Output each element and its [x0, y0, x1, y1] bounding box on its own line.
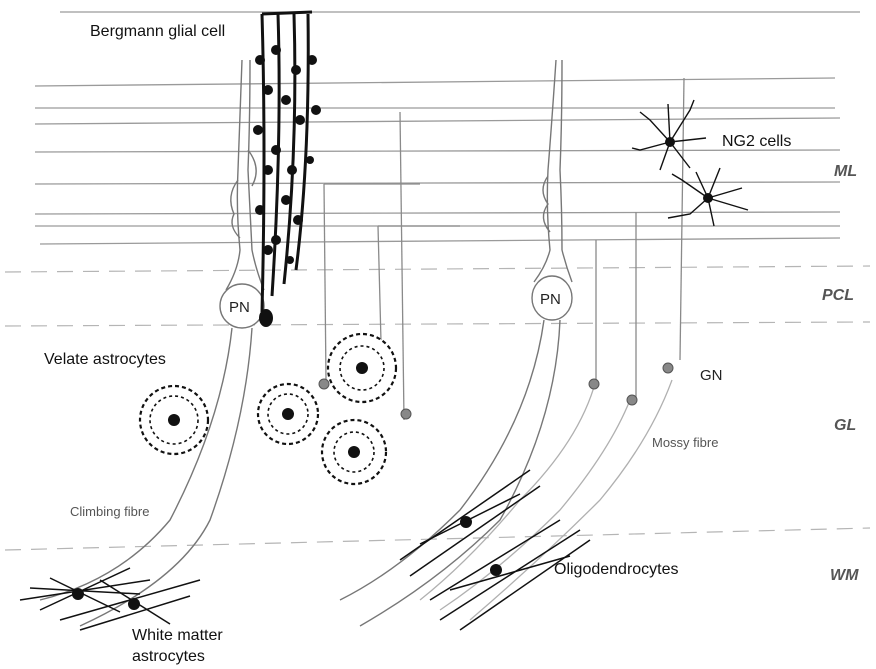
gn-label: GN [700, 367, 723, 384]
layer-label-gl: GL [834, 417, 856, 434]
ng2-soma-1 [665, 137, 675, 147]
layer-label-wm: WM [830, 567, 859, 584]
velate-astrocyte-1 [140, 386, 208, 454]
velate-label: Velate astrocytes [44, 351, 166, 368]
mossy-fibres [420, 380, 672, 620]
velate-astrocyte-3 [328, 334, 396, 402]
white-matter-astrocytes [20, 568, 200, 630]
oligodendrocytes-label: Oligodendrocytes [554, 561, 679, 578]
oligodendrocytes [400, 470, 590, 630]
white-matter-astrocytes-label-1: White matter [132, 627, 223, 644]
ng2-soma-2 [703, 193, 713, 203]
bergmann-label: Bergmann glial cell [90, 23, 225, 40]
bergmann-glial-cell [262, 12, 312, 312]
layer-label-ml: ML [834, 163, 857, 180]
purkinje-neuron-left [40, 60, 264, 626]
ng2-cell-1 [632, 100, 706, 170]
white-matter-astrocytes-label-2: astrocytes [132, 648, 205, 665]
purkinje-neuron-label-right: PN [540, 291, 561, 308]
velate-astrocyte-4 [322, 420, 386, 484]
climbing-fibre-label: Climbing fibre [70, 504, 149, 519]
velate-astrocyte-2 [258, 384, 318, 444]
parallel-fibres [35, 12, 860, 244]
ng2-label: NG2 cells [722, 133, 791, 150]
purkinje-neuron-label-left: PN [229, 299, 250, 316]
layer-label-pcl: PCL [822, 287, 854, 304]
mossy-fibre-label: Mossy fibre [652, 435, 718, 450]
